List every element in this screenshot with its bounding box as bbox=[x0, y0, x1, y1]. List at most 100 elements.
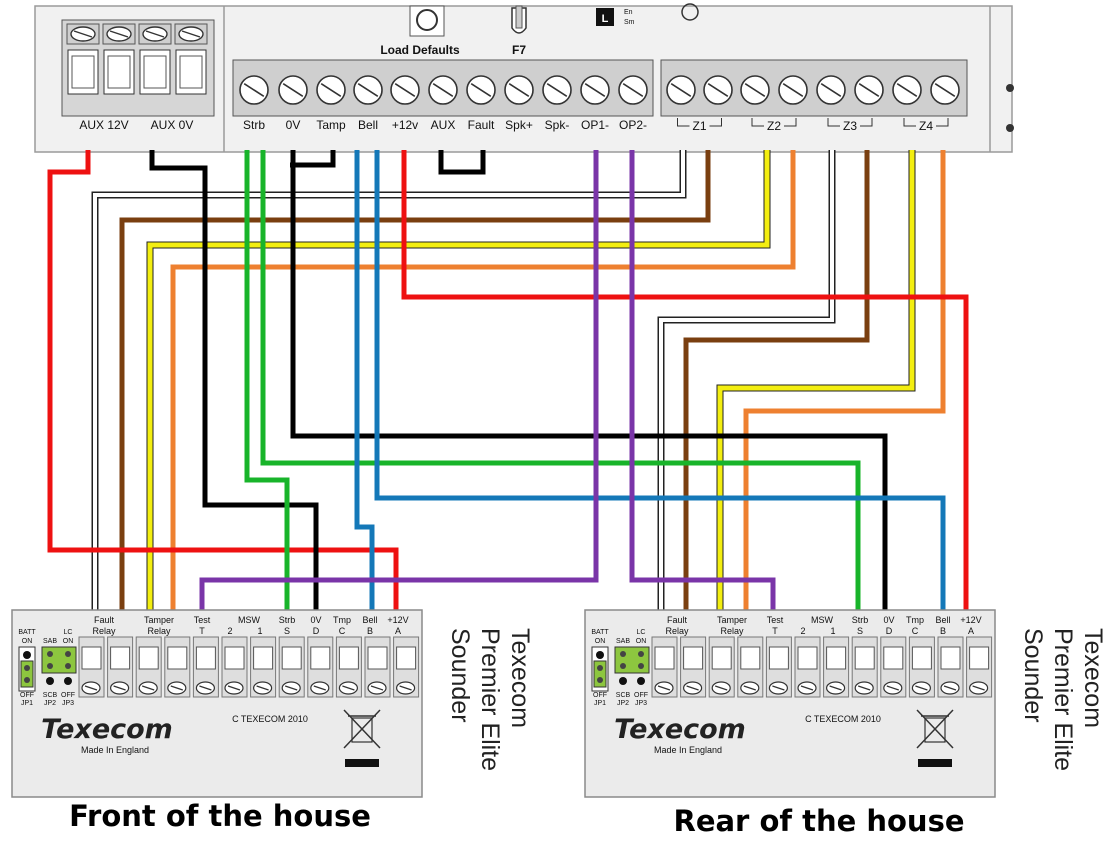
jumper-label: JP1 bbox=[21, 700, 33, 707]
sounder-terminal-label: Strb bbox=[852, 615, 869, 625]
control-panel: AUX 12V AUX 0V Load Defaults F7 L En Sm … bbox=[34, 0, 1114, 153]
caption-rear: Rear of the house bbox=[673, 804, 964, 838]
sounder-terminal-sublabel: B bbox=[940, 626, 946, 636]
terminal-label: Spk+ bbox=[505, 118, 533, 132]
wire-red-front bbox=[47, 150, 399, 612]
jumper-label: LC bbox=[64, 629, 73, 636]
sounder-model-text: Premier Elite bbox=[1049, 628, 1077, 771]
wire-orange-rear bbox=[743, 150, 946, 612]
wire-black-rear bbox=[290, 150, 888, 612]
wire-purple-rear bbox=[629, 150, 776, 612]
jumper-label: BATT bbox=[18, 629, 36, 636]
load-defaults-label: Load Defaults bbox=[380, 43, 460, 57]
wires bbox=[47, 150, 969, 612]
terminal-label: AUX bbox=[431, 118, 456, 132]
jumper-label: JP2 bbox=[44, 700, 56, 707]
sounder-terminal-sublabel: 2 bbox=[800, 626, 805, 636]
sounder-terminal-sublabel: Relay bbox=[665, 626, 689, 636]
wire-green-rear bbox=[260, 150, 861, 612]
wire-black-link bbox=[290, 150, 336, 168]
zone-label: Z2 bbox=[767, 119, 781, 133]
sounder-terminal-sublabel: 1 bbox=[830, 626, 835, 636]
zone-label: Z1 bbox=[692, 119, 706, 133]
jumper-label: JP2 bbox=[617, 700, 629, 707]
sounder-terminal-sublabel: Relay bbox=[92, 626, 116, 636]
aux-screws bbox=[66, 23, 208, 45]
sounder-terminal-sublabel: D bbox=[313, 626, 320, 636]
svg-text:L: L bbox=[602, 13, 609, 25]
sounder-terminal-sublabel: S bbox=[284, 626, 290, 636]
aux-0v-label: AUX 0V bbox=[151, 118, 194, 132]
sounder-terminal-label: Tamper bbox=[144, 615, 174, 625]
terminal-label: +12v bbox=[392, 118, 418, 132]
sounder-terminal-label: Tamper bbox=[717, 615, 747, 625]
sounder-model-text: Texecom bbox=[506, 628, 534, 728]
jumper-label: JP3 bbox=[635, 700, 647, 707]
jumper-label: SCB bbox=[43, 692, 58, 699]
texecom-logo: Texecom bbox=[614, 714, 746, 745]
jumper-label: OFF bbox=[593, 692, 607, 699]
wire-green-front bbox=[244, 150, 290, 612]
jumper-label: ON bbox=[595, 638, 606, 645]
sounder-terminal-sublabel: A bbox=[395, 626, 401, 636]
terminal-label: Fault bbox=[468, 118, 495, 132]
sounder-terminal-sublabel: C bbox=[912, 626, 919, 636]
sounder-model-text: Premier Elite bbox=[476, 628, 504, 771]
wire-brown-rear bbox=[683, 150, 870, 612]
sounder-terminal-label: Bell bbox=[935, 615, 950, 625]
jumper-label: ON bbox=[63, 638, 74, 645]
sounder-terminal-label: Test bbox=[194, 615, 211, 625]
switch-icon bbox=[596, 8, 614, 26]
jumper-label: SAB bbox=[616, 638, 630, 645]
jumper-label: ON bbox=[636, 638, 647, 645]
caption-front: Front of the house bbox=[69, 799, 371, 833]
weee-bin-icon bbox=[343, 709, 381, 767]
zone-label: Z3 bbox=[843, 119, 857, 133]
jumper-label: OFF bbox=[20, 692, 34, 699]
terminal-label: OP2- bbox=[619, 118, 647, 132]
sounder-terminal-label: Tmp bbox=[333, 615, 351, 625]
sounder-terminal-label: Bell bbox=[362, 615, 377, 625]
wire-red-rear bbox=[401, 150, 969, 612]
jumper-label: SAB bbox=[43, 638, 57, 645]
sounder-terminal-label: Fault bbox=[94, 615, 115, 625]
sounder-terminal-label: MSW bbox=[811, 615, 834, 625]
copyright-label: C TEXECOM 2010 bbox=[232, 714, 308, 724]
sounder-terminal-label: +12V bbox=[387, 615, 408, 625]
sounder-terminal-sublabel: 1 bbox=[257, 626, 262, 636]
texecom-logo: Texecom bbox=[41, 714, 173, 745]
svg-text:Sm: Sm bbox=[624, 19, 635, 26]
f7-label: F7 bbox=[512, 43, 526, 57]
sounder-terminal-label: MSW bbox=[238, 615, 261, 625]
terminal-label: Strb bbox=[243, 118, 265, 132]
jumper-label: SCB bbox=[616, 692, 631, 699]
aux-terminal-block: AUX 12V AUX 0V bbox=[61, 19, 215, 132]
made-in-label: Made In England bbox=[654, 745, 722, 755]
sounder-terminal-sublabel: A bbox=[968, 626, 974, 636]
terminal-label: OP1- bbox=[581, 118, 609, 132]
sounder-terminal-sublabel: B bbox=[367, 626, 373, 636]
jumper-label: ON bbox=[22, 638, 33, 645]
sounder-terminal-sublabel: S bbox=[857, 626, 863, 636]
wire-black-front bbox=[149, 150, 319, 612]
sounder-terminal-label: 0V bbox=[883, 615, 894, 625]
wire-purple-front bbox=[199, 150, 599, 612]
jumper-label: JP1 bbox=[594, 700, 606, 707]
terminal-label: Spk- bbox=[545, 118, 570, 132]
wire-blue-rear bbox=[374, 150, 946, 612]
jumper-label: JP3 bbox=[62, 700, 74, 707]
sounder-model-text: Texecom bbox=[1079, 628, 1107, 728]
sounder-terminal-sublabel: Relay bbox=[147, 626, 171, 636]
jumper-label: OFF bbox=[61, 692, 75, 699]
wire-blue-front bbox=[354, 150, 375, 612]
wire-orange-front bbox=[170, 150, 796, 612]
svg-text:En: En bbox=[624, 9, 633, 16]
terminal-label: 0V bbox=[286, 118, 301, 132]
jumper-label: OFF bbox=[634, 692, 648, 699]
terminal-label: Bell bbox=[358, 118, 378, 132]
